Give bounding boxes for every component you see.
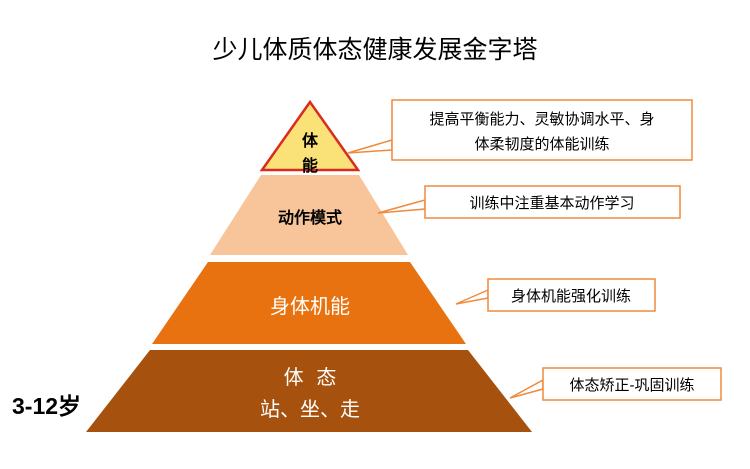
tier-function-shape [152, 262, 466, 344]
age-range-label: 3-12岁 [12, 393, 81, 419]
callout-posture: 体态矫正-巩固训练 [509, 367, 722, 401]
tier-posture-label-1: 体 态 [284, 365, 337, 389]
callout-movement: 训练中注重基本动作学习 [377, 185, 681, 219]
tier-apex-shape [259, 99, 361, 172]
tier-apex-label-1: 体 [302, 131, 319, 150]
callout-function-pointer [455, 288, 489, 305]
callout-function-text: 身体机能强化训练 [511, 287, 631, 305]
tier-posture-shape [86, 350, 532, 432]
callout-posture-text: 体态矫正-巩固训练 [569, 376, 694, 394]
callout-fitness-text-1: 提高平衡能力、灵敏协调水平、身 [429, 110, 654, 128]
callout-fitness-box [391, 99, 693, 161]
tier-posture-label-2: 站、坐、走 [260, 397, 360, 421]
page-title: 少儿体质体态健康发展金字塔 [212, 35, 537, 64]
tier-function-label: 身体机能 [270, 294, 350, 318]
callout-posture-pointer [509, 378, 544, 399]
callout-fitness-text-2: 体柔韧度的体能训练 [474, 135, 609, 153]
callout-function-box [487, 278, 656, 312]
callout-movement-text: 训练中注重基本动作学习 [469, 194, 634, 212]
callout-posture-box [542, 367, 722, 401]
tier-apex-label-2: 能 [302, 156, 318, 175]
tier-movement-shape [210, 175, 408, 255]
callout-movement-box [424, 185, 681, 219]
callout-fitness-pointer [347, 138, 393, 154]
tier-movement-label: 动作模式 [278, 208, 342, 227]
callout-movement-pointer [377, 199, 426, 214]
callout-fitness: 提高平衡能力、灵敏协调水平、身 体柔韧度的体能训练 [347, 99, 693, 161]
callout-function: 身体机能强化训练 [455, 278, 656, 312]
